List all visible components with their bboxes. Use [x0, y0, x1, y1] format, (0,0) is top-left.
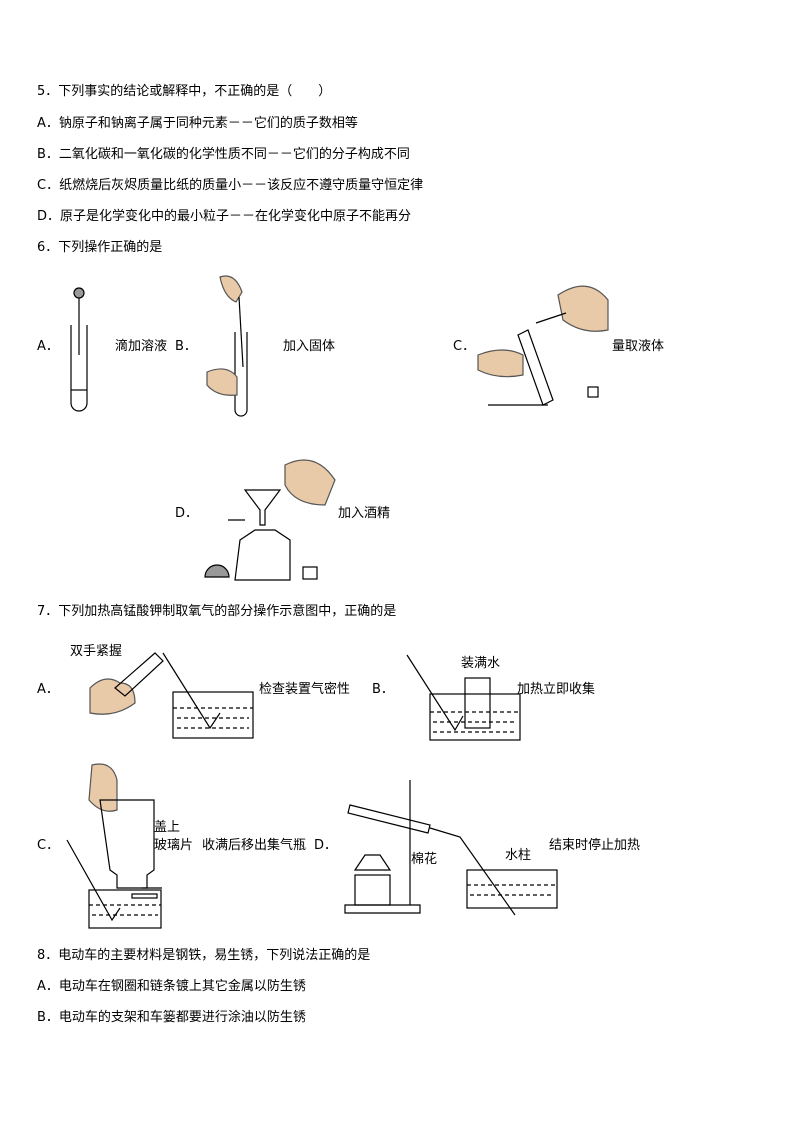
q6-d-caption: 加入酒精	[338, 506, 391, 521]
remove-bottle-figure	[66, 763, 162, 929]
q5-option-d: D．原子是化学变化中的最小粒子－－在化学变化中原子不能再分	[37, 209, 412, 224]
q7-a-caption: 检查装置气密性	[259, 682, 351, 697]
q7-a-label: 双手紧握	[70, 644, 123, 659]
q8-option-b: B．电动车的支架和车篓都要进行涂油以防生锈	[37, 1010, 306, 1025]
q7-c-label-2: 玻璃片	[154, 838, 194, 853]
q7-b-label: 装满水	[461, 656, 501, 671]
q6-stem: 6．下列操作正确的是	[37, 240, 163, 255]
q7-d-label-cotton: 棉花	[411, 852, 438, 867]
q6-a-caption: 滴加溶液	[115, 339, 168, 354]
collect-immediately-figure	[406, 654, 521, 741]
q6-b-caption: 加入固体	[283, 339, 336, 354]
q7-b-caption: 加热立即收集	[517, 682, 596, 697]
q7-d-caption: 结束时停止加热	[549, 838, 641, 853]
q7-stem: 7．下列加热高锰酸钾制取氧气的部分操作示意图中，正确的是	[37, 604, 397, 619]
q5-option-b: B．二氧化碳和一氧化碳的化学性质不同－－它们的分子构成不同	[37, 147, 410, 162]
q6-c-caption: 量取液体	[612, 339, 665, 354]
measure-liquid-figure	[477, 285, 609, 406]
q8-option-a: A．电动车在钢圈和链条镀上其它金属以防生锈	[37, 979, 306, 994]
q6-d-letter: D．	[175, 506, 199, 521]
q7-c-caption: 收满后移出集气瓶	[202, 838, 307, 853]
airtight-check-figure	[89, 652, 254, 739]
add-solid-figure	[206, 275, 248, 417]
q6-b-letter: B．	[175, 339, 197, 354]
q7-a-letter: A．	[37, 682, 59, 697]
q7-d-letter: D．	[314, 838, 338, 853]
q5-option-a: A．钠原子和钠离子属于同种元素－－它们的质子数相等	[37, 116, 358, 131]
q7-c-label-1: 盖上	[154, 820, 181, 835]
q6-a-letter: A．	[37, 339, 59, 354]
q7-c-letter: C．	[37, 838, 60, 853]
q5-stem: 5．下列事实的结论或解释中，不正确的是（ ）	[37, 84, 332, 99]
q7-d-label-water-column: 水柱	[505, 848, 532, 863]
stop-heating-figure	[344, 780, 558, 916]
q6-c-letter: C．	[453, 339, 476, 354]
q5-option-c: C．纸燃烧后灰烬质量比纸的质量小－－该反应不遵守质量守恒定律	[37, 178, 424, 193]
add-alcohol-figure	[204, 459, 336, 581]
dropper-testtube-figure	[70, 287, 88, 412]
q8-stem: 8．电动车的主要材料是钢铁，易生锈，下列说法正确的是	[37, 948, 371, 963]
q7-b-letter: B．	[372, 682, 394, 697]
